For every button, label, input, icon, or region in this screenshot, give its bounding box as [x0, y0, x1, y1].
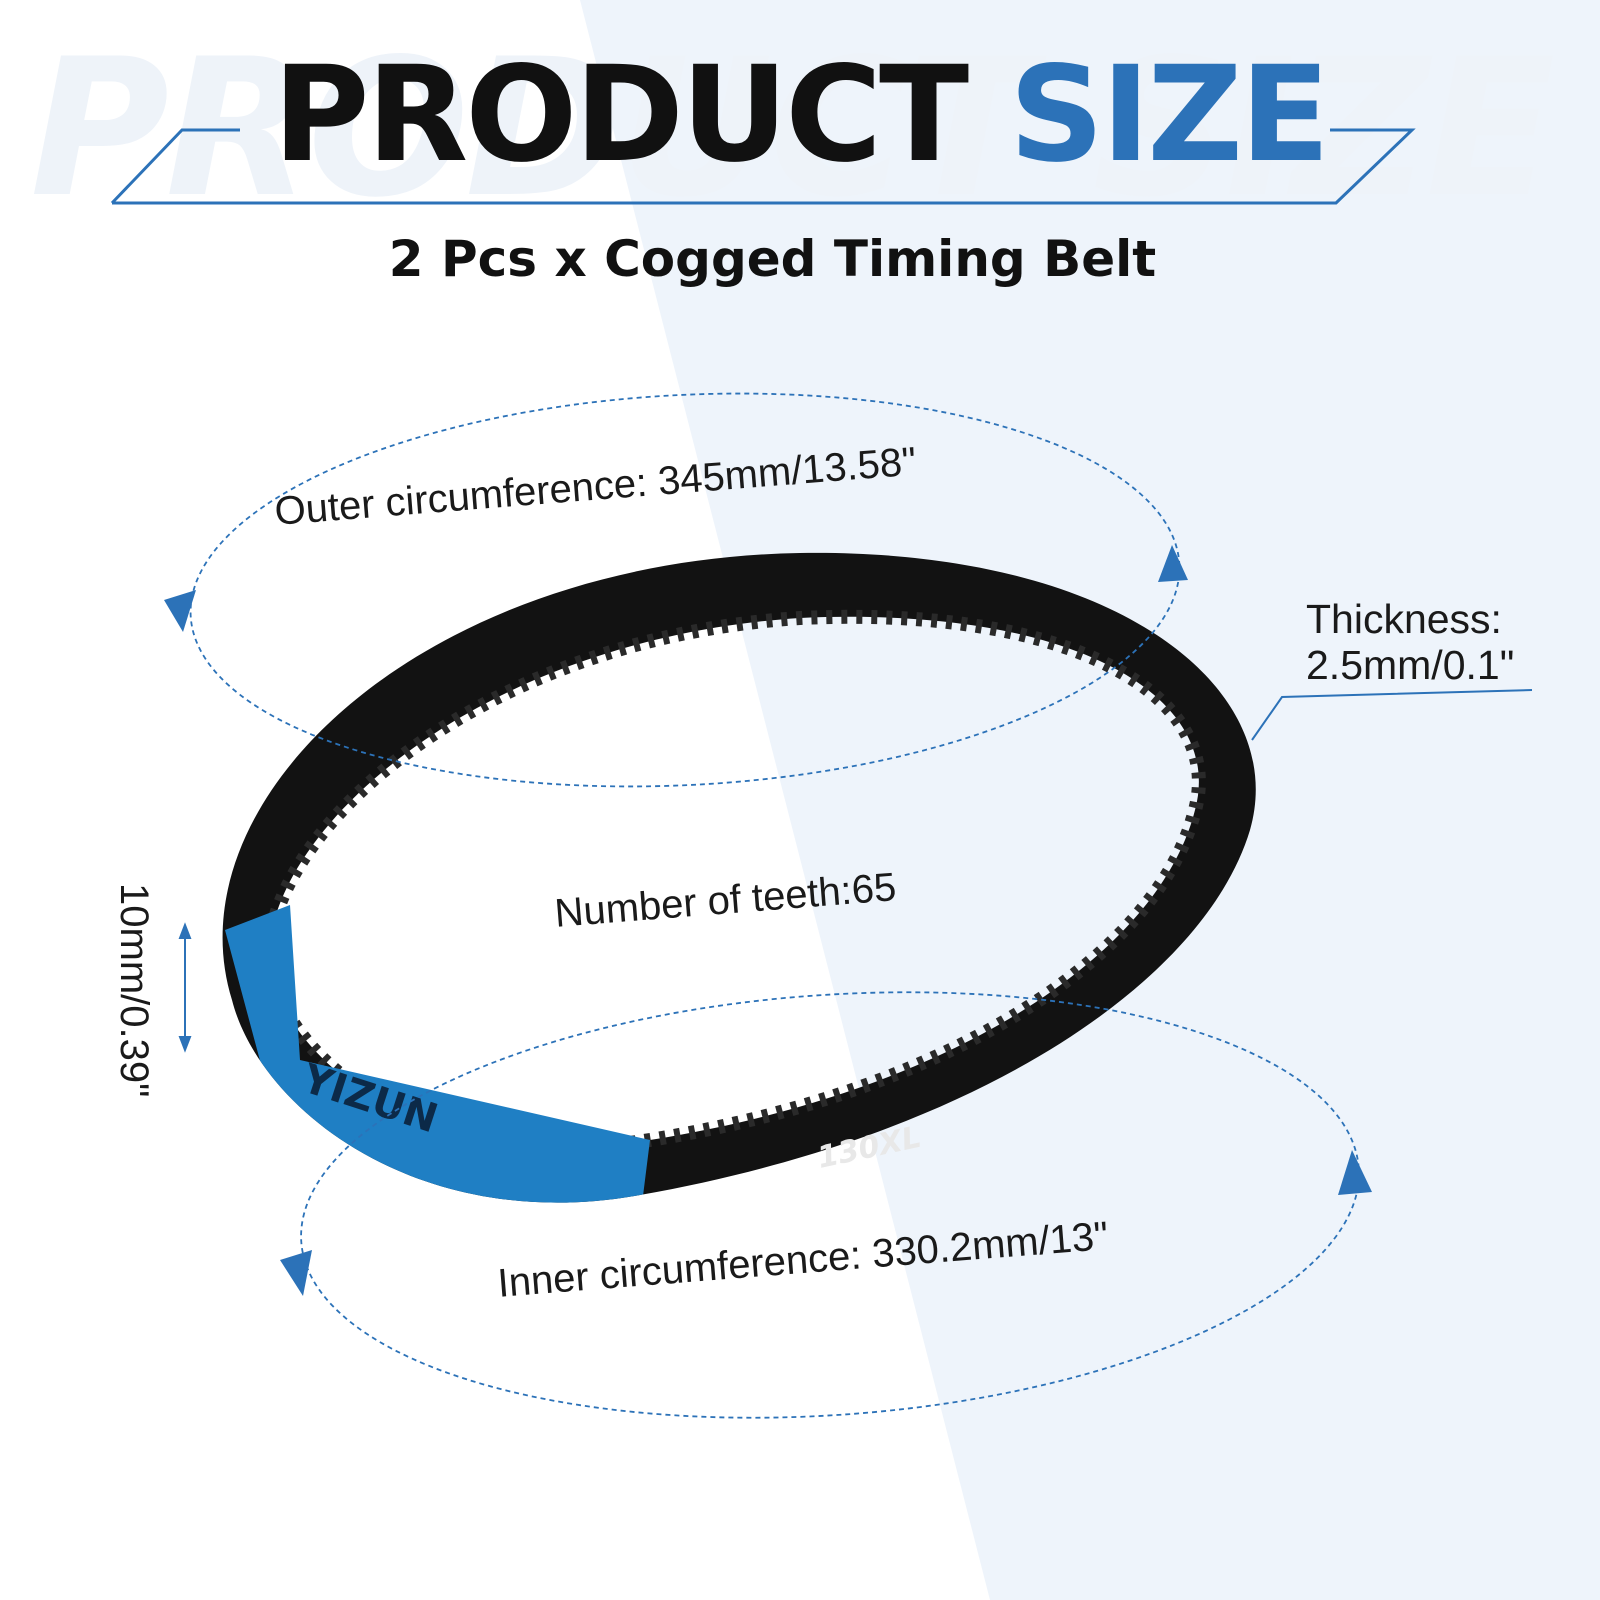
inner-circumference-ring [300, 991, 1360, 1419]
thickness-title: Thickness: [1306, 596, 1502, 642]
title-size: SIZE [1009, 38, 1330, 192]
thickness-value: 2.5mm/0.1" [1306, 642, 1515, 688]
thickness-label: Thickness: 2.5mm/0.1" [1306, 596, 1514, 688]
outer-arrow-right [1158, 545, 1188, 582]
outer-arrow-left [164, 590, 196, 632]
product-subtitle: 2 Pcs x Cogged Timing Belt [388, 230, 1157, 288]
width-arrow [178, 922, 192, 1053]
inner-arrow-right [1338, 1150, 1372, 1195]
outer-circumference-ring [189, 392, 1181, 788]
belt-body [222, 552, 1256, 1203]
page-title: PRODUCT SIZE [0, 38, 1600, 192]
thickness-leader [1251, 689, 1533, 741]
width-label: 10mm/0.39" [112, 883, 156, 1098]
inner-arrow-left [280, 1250, 312, 1296]
title-product: PRODUCT [272, 38, 969, 192]
